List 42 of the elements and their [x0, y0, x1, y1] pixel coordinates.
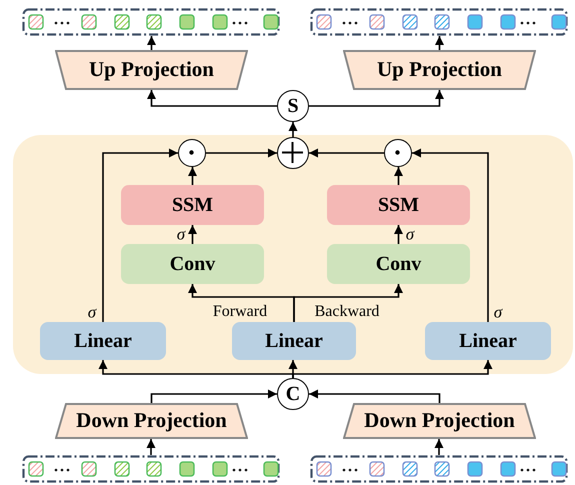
conv-box: Conv	[121, 244, 264, 284]
linear-box: Linear	[425, 322, 551, 360]
edge-label: σ	[494, 301, 502, 324]
arrow	[292, 360, 492, 378]
arrow	[147, 90, 277, 107]
arrow	[412, 148, 489, 322]
edge-label: σ	[88, 301, 96, 324]
linear-box: Linear	[232, 322, 356, 360]
token-sequence-strip	[22, 455, 280, 483]
edge-label: σ	[176, 223, 186, 246]
token-sequence-strip	[22, 8, 280, 36]
down-projection-trapezoid: Down Projection	[55, 403, 248, 439]
arrow	[435, 36, 444, 50]
token-sequence-strip	[310, 455, 568, 483]
ssm-box: SSM	[121, 185, 264, 225]
up-projection-trapezoid: Up Projection	[55, 50, 248, 90]
arrow	[309, 390, 440, 403]
arrow	[147, 36, 156, 50]
arrow	[434, 439, 444, 455]
arrow	[150, 390, 277, 403]
edge-label: Backward	[314, 302, 380, 322]
linear-box: Linear	[40, 322, 166, 360]
arrow	[98, 360, 294, 378]
arrow	[309, 90, 444, 107]
edge-label: σ	[406, 223, 414, 246]
arrow	[188, 225, 197, 244]
conv-box: Conv	[327, 244, 470, 284]
arrow	[293, 284, 403, 322]
up-projection-trapezoid: Up Projection	[343, 50, 536, 90]
ssm-box: SSM	[327, 185, 470, 225]
arrow	[146, 439, 156, 455]
arrow	[102, 148, 178, 322]
arrow	[394, 167, 403, 185]
arrow	[309, 148, 384, 158]
block-background	[13, 135, 573, 374]
arrow	[394, 225, 403, 244]
arrow	[288, 122, 298, 137]
down-projection-trapezoid: Down Projection	[343, 403, 536, 439]
arrow	[206, 148, 277, 158]
token-sequence-strip	[310, 8, 568, 36]
arrow	[188, 167, 197, 185]
edge-label: Forward	[212, 302, 268, 322]
